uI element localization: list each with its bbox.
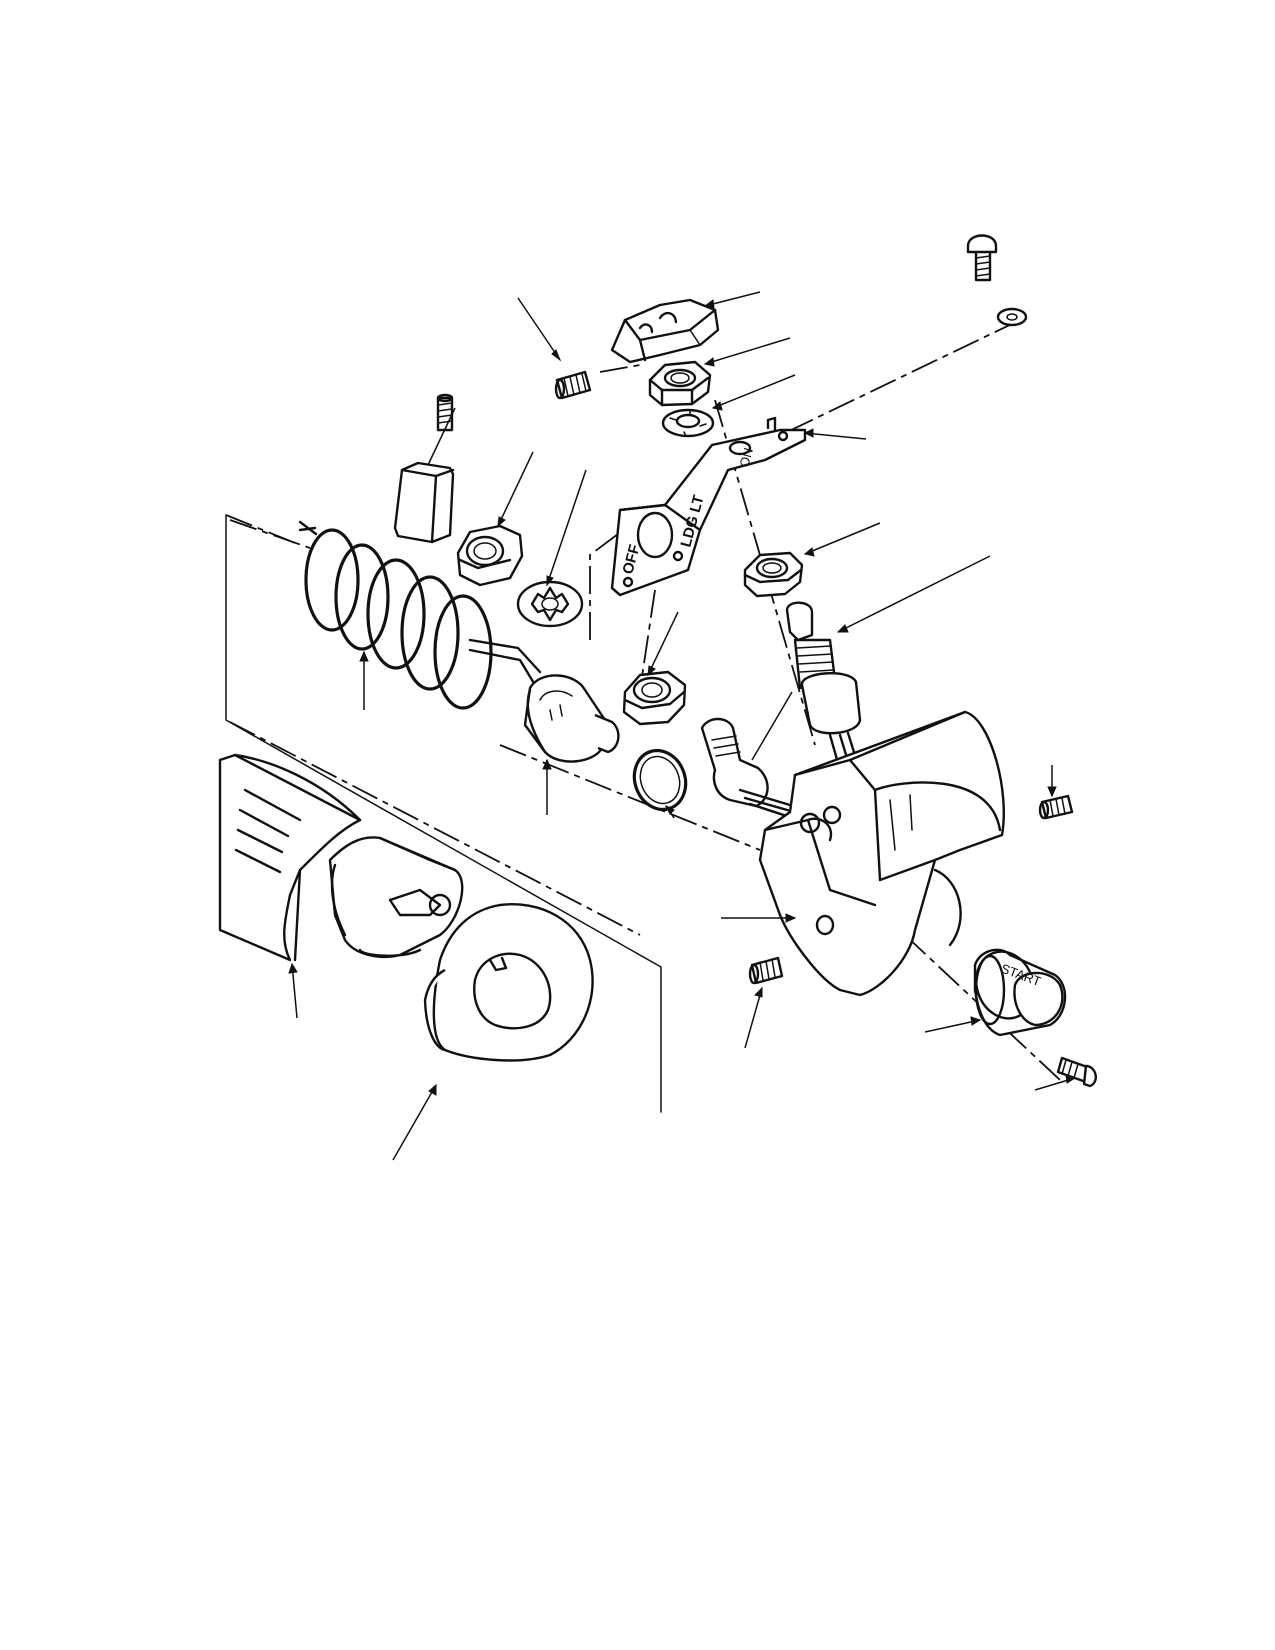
centerline-star <box>589 509 651 640</box>
centerline-spring-top <box>229 519 311 549</box>
centerline-handle <box>229 721 641 936</box>
hex-nut-center-group <box>622 670 687 726</box>
setscrew-top-group <box>554 370 592 400</box>
leader-setscrew-lower <box>744 987 763 1049</box>
cap-icon <box>610 298 720 364</box>
leader-setscrew-top <box>517 297 561 361</box>
leader-hex-nut-center <box>647 611 679 676</box>
centerline-plunger <box>499 744 761 851</box>
centerline-top-right <box>759 319 1021 446</box>
start-button-group: START <box>973 948 1067 1037</box>
switch-icon <box>700 717 807 824</box>
hex-nut-icon <box>456 524 524 587</box>
leader-push-switch <box>751 691 793 761</box>
centerline-setscrew-top <box>599 364 641 373</box>
lock-washer-top-group <box>661 408 715 438</box>
hex-nut-icon <box>622 670 687 726</box>
coil-cord-group <box>298 520 542 710</box>
leader-switch-cap <box>704 291 761 307</box>
star-washer-group <box>516 580 584 628</box>
cord-tail <box>468 648 537 687</box>
leader-lines <box>288 291 1077 1161</box>
screw-icon <box>1056 1056 1097 1088</box>
leader-lock-washer <box>712 374 796 409</box>
setscrew-icon <box>1038 794 1074 820</box>
leader-star-washer <box>546 469 587 586</box>
handle-icon <box>218 753 464 962</box>
leader-hex-nut-left <box>497 451 534 527</box>
knob-block-group <box>393 461 455 544</box>
block-icon <box>393 461 455 544</box>
setscrew-left-group <box>436 393 454 432</box>
leader-jam-nut-top <box>704 337 791 365</box>
leader-knob-block <box>427 407 456 466</box>
retaining-screw-group <box>1056 1056 1097 1088</box>
bracket-side-label: ON <box>736 446 756 469</box>
hex-nut-icon <box>743 551 804 598</box>
switch-icon <box>523 674 620 763</box>
housing-icon <box>758 710 1005 997</box>
screw-icon <box>966 234 998 282</box>
screw-top-right-group <box>966 234 1028 327</box>
switch-cap-group <box>610 298 720 364</box>
hex-nut-left-group <box>456 524 524 587</box>
washer-icon <box>661 408 715 438</box>
setscrew-icon <box>554 370 592 400</box>
push-switch-center-group <box>700 717 807 824</box>
centerline-center-nut <box>639 589 656 691</box>
o-ring-group <box>632 748 688 812</box>
setscrew-right-group <box>1038 794 1074 820</box>
plunger-switch-group <box>523 674 620 763</box>
jam-nut-right-group <box>743 551 804 598</box>
leader-thrust-washer <box>392 1084 437 1161</box>
button-icon: START <box>973 948 1067 1037</box>
phantom-outline-left <box>225 514 662 1113</box>
setscrew-icon <box>436 393 454 432</box>
ring-icon <box>632 748 688 812</box>
leader-toggle-switch <box>837 555 991 633</box>
switch-housing-group <box>758 710 1005 997</box>
washer-icon <box>516 580 584 628</box>
jam-nut-top-group <box>648 360 712 407</box>
assembly-centerlines <box>225 319 1061 1113</box>
leader-bracket <box>804 432 867 440</box>
setscrew-icon <box>748 956 784 985</box>
hex-nut-icon <box>648 360 712 407</box>
leader-jam-nut-right <box>804 522 881 555</box>
thrust-washer-group <box>423 903 594 1062</box>
setscrew-lower-group <box>748 956 784 985</box>
washer-icon <box>996 307 1028 327</box>
washer-icon <box>423 903 594 1062</box>
grip-handle-group <box>218 753 464 962</box>
leader-start-button <box>924 1019 981 1033</box>
spring-icon <box>298 520 542 710</box>
